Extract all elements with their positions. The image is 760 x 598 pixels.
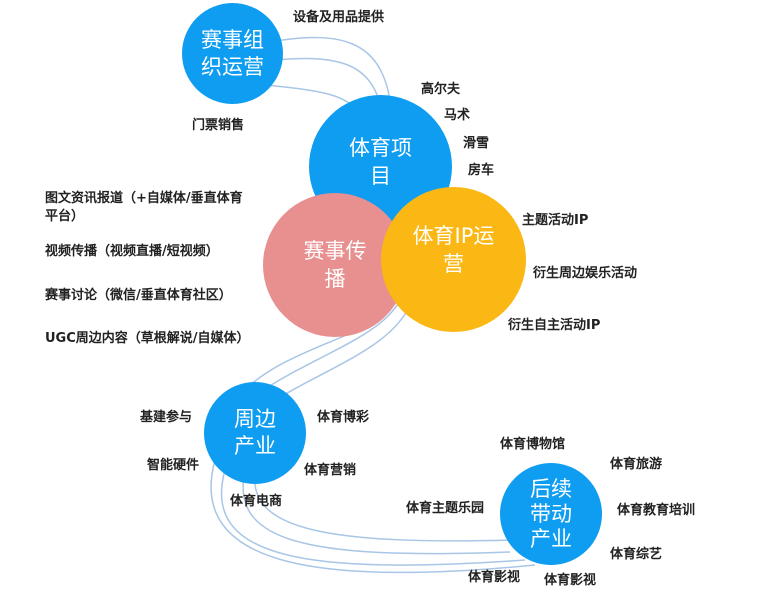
- label-infrastructure: 基建参与: [140, 410, 193, 425]
- label-skiing: 滑雪: [463, 136, 490, 151]
- label-derivative-ip: 衍生自主活动IP: [508, 318, 601, 333]
- node-follow-on-industry-label: 后续带动产业: [530, 476, 572, 551]
- label-sports-ecommerce: 体育电商: [230, 494, 283, 509]
- label-sports-film-2: 体育影视: [544, 573, 597, 588]
- node-event-operations: 赛事组织运营: [182, 3, 283, 104]
- node-sports-ip-label: 体育IP运营: [412, 223, 495, 276]
- label-sports-film-1: 体育影视: [468, 570, 521, 585]
- label-sports-museum: 体育博物馆: [500, 437, 566, 452]
- label-rv: 房车: [468, 163, 495, 178]
- node-follow-on-industry: 后续带动产业: [500, 463, 602, 565]
- label-smart-hardware: 智能硬件: [147, 458, 200, 473]
- label-equipment-supply: 设备及用品提供: [293, 10, 385, 25]
- label-sports-betting: 体育博彩: [317, 410, 370, 425]
- label-equestrian: 马术: [444, 108, 471, 123]
- label-media-video: 视频传播（视频直播/短视频）: [45, 244, 219, 259]
- node-sports-ip: 体育IP运营: [381, 187, 526, 332]
- label-sports-tourism: 体育旅游: [610, 457, 663, 472]
- label-media-discussion: 赛事讨论（微信/垂直体育社区）: [45, 288, 232, 303]
- label-sports-education: 体育教育培训: [617, 503, 696, 518]
- label-sports-variety: 体育综艺: [610, 547, 663, 562]
- label-derivative-entertainment: 衍生周边娱乐活动: [533, 266, 638, 281]
- label-ticket-sales: 门票销售: [192, 118, 245, 133]
- node-peripheral-industry-label: 周边产业: [234, 407, 276, 458]
- label-media-text-news-cont: 平台）: [45, 209, 85, 224]
- node-event-media-label: 赛事传播: [303, 239, 367, 291]
- label-media-ugc: UGC周边内容（草根解说/自媒体）: [45, 331, 250, 346]
- label-golf: 高尔夫: [421, 82, 461, 97]
- label-media-text-news: 图文资讯报道（+自媒体/垂直体育: [45, 191, 243, 206]
- node-sports-project-label: 体育项目: [349, 135, 412, 188]
- label-theme-activity-ip: 主题活动IP: [522, 213, 589, 228]
- node-peripheral-industry: 周边产业: [204, 382, 306, 484]
- label-sports-marketing: 体育营销: [304, 463, 357, 478]
- label-sports-theme-park: 体育主题乐园: [406, 501, 485, 516]
- node-event-operations-label: 赛事组织运营: [201, 27, 264, 79]
